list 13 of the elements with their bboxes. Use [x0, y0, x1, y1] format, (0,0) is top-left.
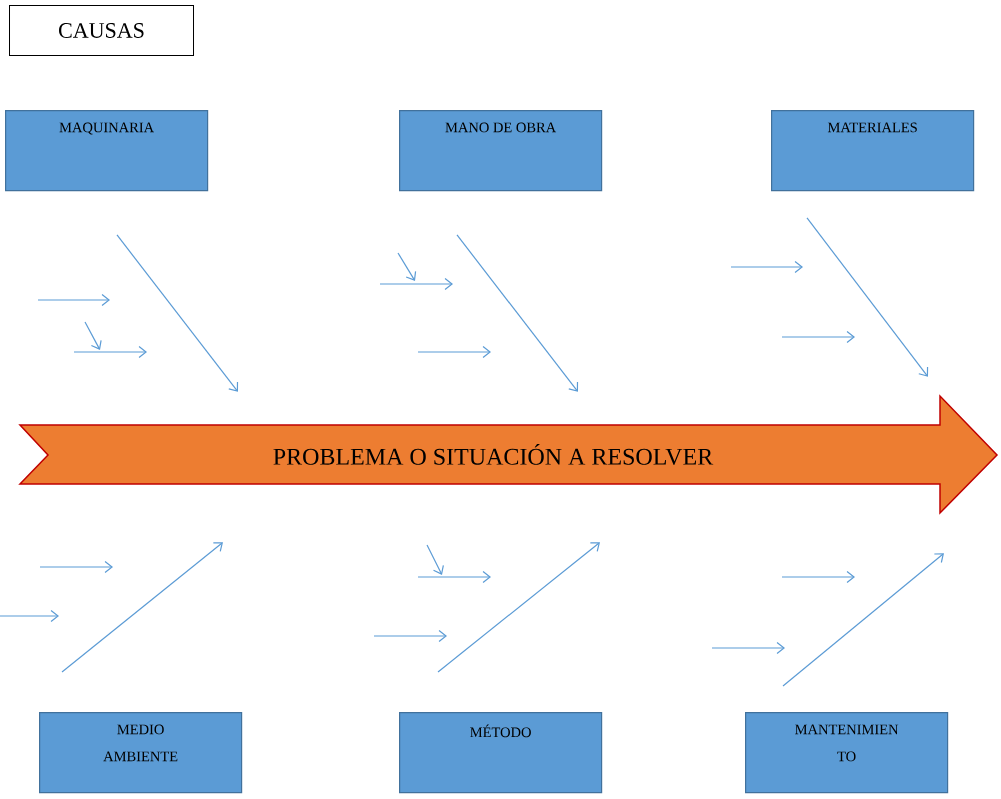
cause-arrow: [437, 542, 600, 673]
label-box: CAUSAS: [9, 5, 194, 56]
cause-arrow: [806, 217, 929, 377]
category-box: MAQUINARIA: [5, 110, 209, 192]
category-box: MÉTODO: [399, 712, 603, 794]
category-box: MEDIO AMBIENTE: [39, 712, 243, 794]
category-box: MANO DE OBRA: [399, 110, 603, 192]
cause-arrow: [782, 553, 944, 687]
cause-arrow: [456, 234, 579, 392]
cause-arrow: [61, 542, 223, 673]
category-box: MANTENIMIEN TO: [745, 712, 949, 794]
cause-arrow: [116, 234, 239, 392]
category-box: MATERIALES: [771, 110, 975, 192]
